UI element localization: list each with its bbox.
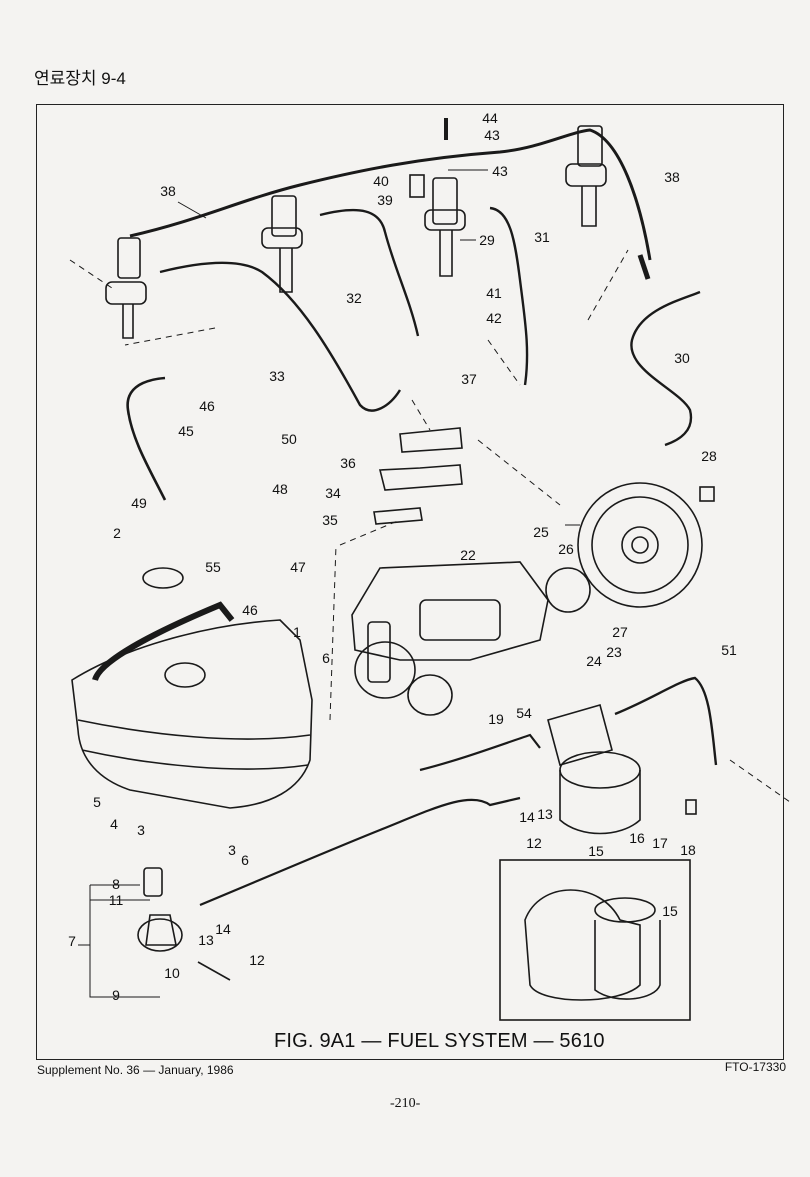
fuel-filter [547, 704, 641, 835]
callout-46: 46 [199, 398, 215, 414]
callout-49: 49 [131, 495, 147, 511]
callout-22: 22 [460, 547, 476, 563]
callout-43: 43 [492, 163, 508, 179]
fuel-tank [71, 601, 313, 809]
figure-code: FTO-17330 [724, 1060, 786, 1074]
callout-31: 31 [534, 229, 550, 245]
callout-12: 12 [526, 835, 542, 851]
supplement-note: Supplement No. 36 — January, 1986 [37, 1063, 234, 1077]
callout-6: 6 [241, 852, 249, 868]
callout-15: 15 [662, 903, 678, 919]
callout-38: 38 [160, 183, 176, 199]
callout-41: 41 [486, 285, 502, 301]
callout-23: 23 [606, 644, 622, 660]
callout-12: 12 [249, 952, 265, 968]
injection-pump [351, 561, 549, 716]
callout-25: 25 [533, 524, 549, 540]
callout-40: 40 [373, 173, 389, 189]
callout-13: 13 [537, 806, 553, 822]
callout-4: 4 [110, 816, 118, 832]
callout-3: 3 [137, 822, 145, 838]
callout-44: 44 [482, 110, 498, 126]
callout-16: 16 [629, 830, 645, 846]
callout-28: 28 [701, 448, 717, 464]
page-number: -210- [390, 1096, 421, 1111]
page-header: 연료장치 9-4 [34, 69, 126, 88]
callout-47: 47 [290, 559, 306, 575]
callout-29: 29 [479, 232, 495, 248]
callout-48: 48 [272, 481, 288, 497]
callout-51: 51 [721, 642, 737, 658]
callout-55: 55 [205, 559, 221, 575]
injector-center [424, 177, 466, 277]
callout-14: 14 [215, 921, 231, 937]
callout-46: 46 [242, 602, 258, 618]
callout-13: 13 [198, 932, 214, 948]
callout-1: 1 [293, 624, 301, 640]
tank-cap [142, 567, 184, 589]
callout-24: 24 [586, 653, 602, 669]
callout-7: 7 [68, 933, 76, 949]
callout-43: 43 [484, 127, 500, 143]
callout-38: 38 [664, 169, 680, 185]
callout-30: 30 [674, 350, 690, 366]
callout-6: 6 [322, 650, 330, 666]
figure-frame [36, 104, 784, 1060]
callout-33: 33 [269, 368, 285, 384]
drive-gear [577, 482, 703, 608]
figure-caption: FIG. 9A1 — FUEL SYSTEM — 5610 [274, 1030, 605, 1052]
callout-39: 39 [377, 192, 393, 208]
callout-5: 5 [93, 794, 101, 810]
callout-34: 34 [325, 485, 341, 501]
injector-right [565, 125, 607, 227]
callout-14: 14 [519, 809, 535, 825]
injector-left [105, 237, 147, 339]
callout-19: 19 [488, 711, 504, 727]
callout-27: 27 [612, 624, 628, 640]
callout-18: 18 [680, 842, 696, 858]
callout-45: 45 [178, 423, 194, 439]
callout-8: 8 [112, 876, 120, 892]
callout-54: 54 [516, 705, 532, 721]
callout-9: 9 [112, 987, 120, 1003]
callout-42: 42 [486, 310, 502, 326]
callout-36: 36 [340, 455, 356, 471]
sediment-bowl [137, 867, 231, 981]
callout-3: 3 [228, 842, 236, 858]
callout-50: 50 [281, 431, 297, 447]
callout-26: 26 [558, 541, 574, 557]
callout-37: 37 [461, 371, 477, 387]
callout-32: 32 [346, 290, 362, 306]
inset-box [499, 859, 691, 1021]
o-ring [545, 567, 591, 613]
callout-15: 15 [588, 843, 604, 859]
callout-17: 17 [652, 835, 668, 851]
callout-2: 2 [113, 525, 121, 541]
callout-10: 10 [164, 965, 180, 981]
inset-filter [524, 889, 661, 1001]
callout-35: 35 [322, 512, 338, 528]
